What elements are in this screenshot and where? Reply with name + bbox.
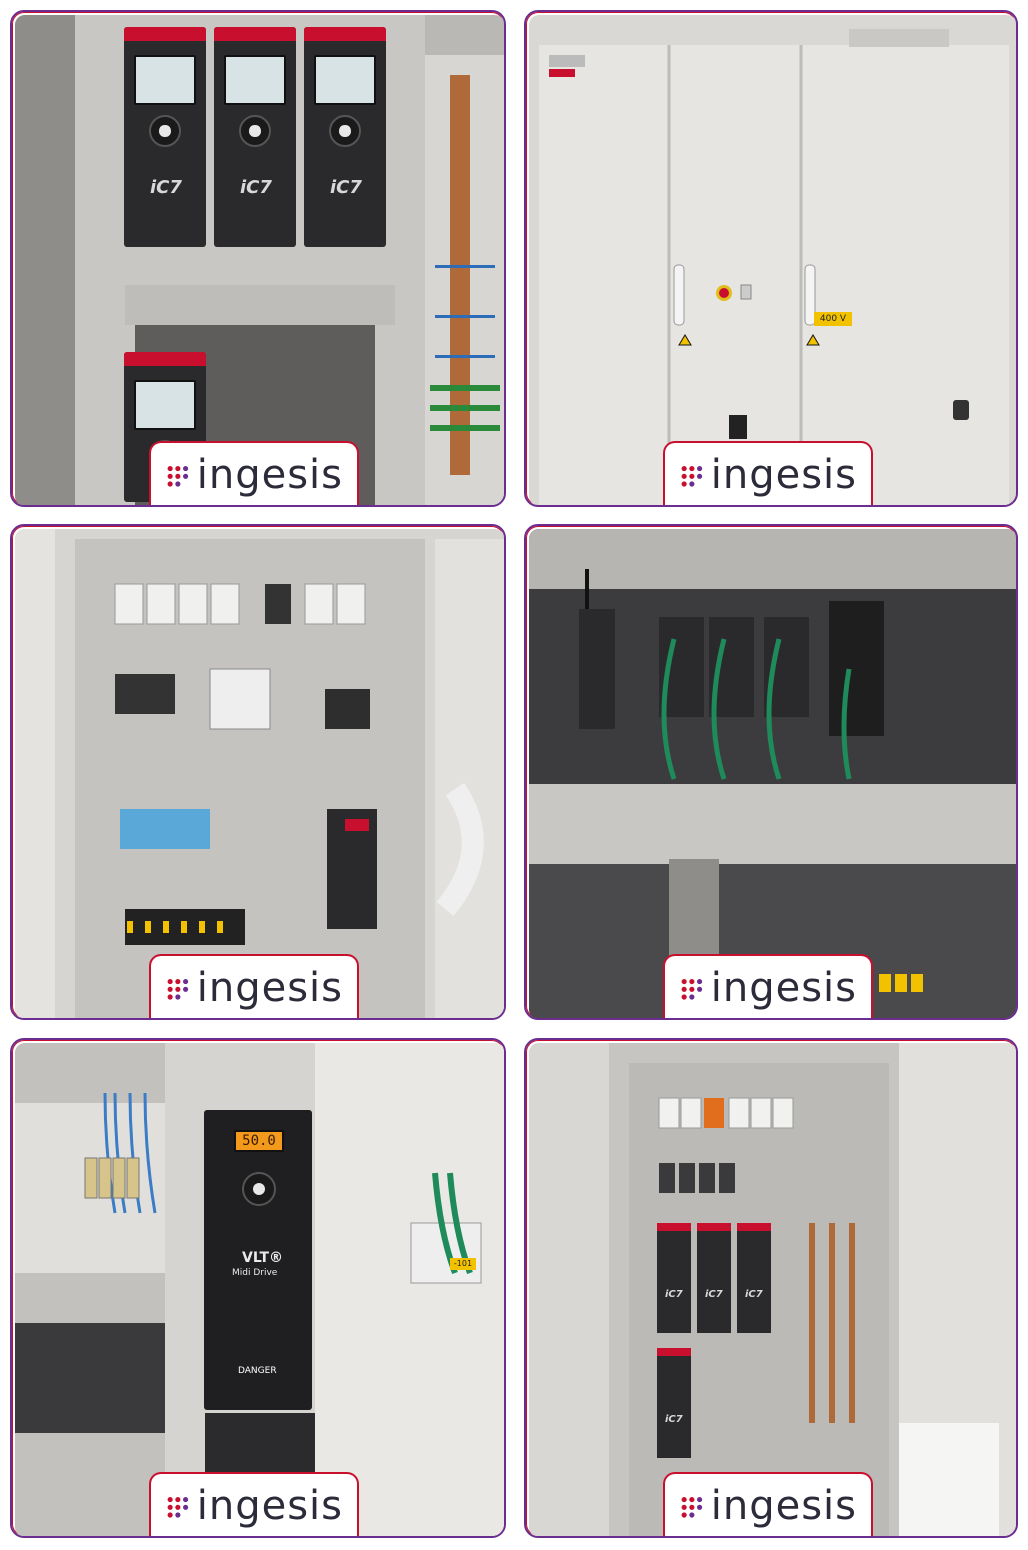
ingesis-badge: ingesis	[149, 954, 359, 1018]
drive-model-label: iC7	[150, 177, 182, 198]
photo-tile-2: 400 V ingesis	[524, 10, 1018, 507]
drive-display: 50.0	[234, 1130, 284, 1152]
drive-product-line: VLT®	[242, 1250, 283, 1266]
ingesis-logo-icon	[167, 978, 189, 1000]
cabinet-photo-4	[529, 529, 1016, 1018]
ingesis-logo-text: ingesis	[710, 1483, 857, 1529]
ingesis-logo-icon	[681, 978, 703, 1000]
cabinet-photo-2	[529, 15, 1016, 505]
photo-tile-1: iC7 iC7 iC7 ingesis	[10, 10, 506, 507]
photo-tile-5: 50.0 VLT® Midi Drive DANGER -101 ingesis	[10, 1038, 506, 1538]
drive-model-label: iC7	[705, 1289, 723, 1300]
ic7-drive-small-1: iC7	[657, 1223, 691, 1333]
drive-display-value: 50.0	[242, 1133, 276, 1149]
ingesis-logo-text: ingesis	[196, 965, 343, 1011]
drive-model-label: iC7	[665, 1414, 683, 1425]
ingesis-logo-text: ingesis	[196, 452, 343, 498]
cabinet-photo-5	[15, 1043, 504, 1536]
ic7-drive-2: iC7	[214, 27, 296, 247]
ingesis-logo-text: ingesis	[710, 452, 857, 498]
ic7-drive-small-2: iC7	[697, 1223, 731, 1333]
ingesis-logo-icon	[681, 1496, 703, 1518]
drive-model-label: iC7	[240, 177, 272, 198]
ingesis-logo-icon	[681, 465, 703, 487]
ingesis-badge: ingesis	[663, 954, 873, 1018]
ingesis-badge: ingesis	[663, 1472, 873, 1536]
ingesis-badge: ingesis	[663, 441, 873, 505]
cabinet-photo-6	[529, 1043, 1016, 1536]
photo-tile-6: iC7 iC7 iC7 iC7 ingesis	[524, 1038, 1018, 1538]
danger-warning-label: DANGER	[238, 1366, 277, 1376]
vlt-midi-drive: 50.0 VLT® Midi Drive DANGER	[204, 1110, 312, 1410]
ingesis-logo-icon	[167, 1496, 189, 1518]
drive-model-label: iC7	[665, 1289, 683, 1300]
ic7-drive-1: iC7	[124, 27, 206, 247]
voltage-warning-label: 400 V	[814, 312, 852, 326]
ingesis-logo-text: ingesis	[196, 1483, 343, 1529]
terminal-tag-label: -101	[450, 1258, 476, 1270]
cabinet-photo-3	[15, 529, 504, 1018]
ingesis-logo-icon	[167, 465, 189, 487]
drive-product-name: Midi Drive	[232, 1268, 278, 1278]
ingesis-badge: ingesis	[149, 441, 359, 505]
ic7-drive-small-4: iC7	[657, 1348, 691, 1458]
ic7-drive-3: iC7	[304, 27, 386, 247]
ingesis-logo-text: ingesis	[710, 965, 857, 1011]
ic7-drive-small-3: iC7	[737, 1223, 771, 1333]
drive-model-label: iC7	[330, 177, 362, 198]
ingesis-badge: ingesis	[149, 1472, 359, 1536]
photo-tile-4: ingesis	[524, 524, 1018, 1020]
photo-tile-3: ingesis	[10, 524, 506, 1020]
drive-model-label: iC7	[745, 1289, 763, 1300]
